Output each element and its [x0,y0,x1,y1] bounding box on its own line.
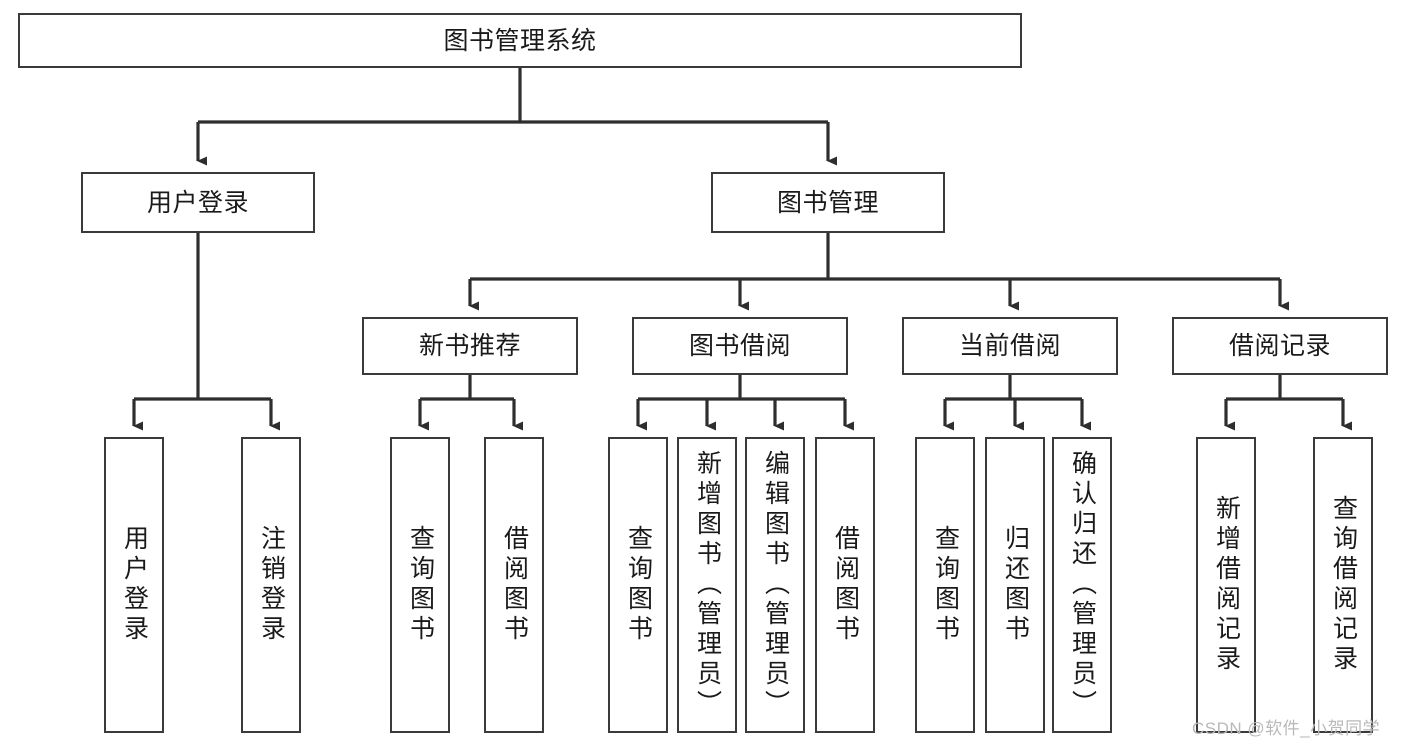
leaf-leaf-add-borrow-record[interactable]: 新增借阅记录 [1196,437,1256,733]
leaf-label: 确认归还（管理员） [1068,450,1097,720]
node-book-management[interactable]: 图书管理 [711,172,945,233]
node-user-login[interactable]: 用户登录 [81,172,315,233]
edge-paths [132,68,1352,431]
leaf-label: 借阅图书 [500,525,529,645]
node-new-book-recommend[interactable]: 新书推荐 [362,317,578,375]
node-label: 用户登录 [146,188,249,217]
leaf-leaf-user-login[interactable]: 用户登录 [104,437,164,733]
node-label: 借阅记录 [1228,332,1331,360]
leaf-leaf-borrow-book-recommend[interactable]: 借阅图书 [484,437,544,733]
node-root-label: 图书管理系统 [443,26,597,55]
leaf-leaf-borrow-book[interactable]: 借阅图书 [815,437,875,733]
leaf-leaf-query-book-borrow[interactable]: 查询图书 [608,437,668,733]
leaf-label: 查询图书 [624,525,653,645]
leaf-leaf-return-book[interactable]: 归还图书 [985,437,1045,733]
leaf-leaf-query-borrow-record[interactable]: 查询借阅记录 [1313,437,1373,733]
leaf-label: 查询图书 [931,525,960,645]
leaf-label: 归还图书 [1001,525,1030,645]
leaf-leaf-confirm-return-admin[interactable]: 确认归还（管理员） [1052,437,1112,733]
node-current-borrow[interactable]: 当前借阅 [902,317,1118,375]
leaf-label: 新增图书（管理员） [693,450,722,720]
leaf-label: 查询图书 [406,525,435,645]
node-label: 新书推荐 [418,332,521,360]
leaf-label: 新增借阅记录 [1212,495,1241,675]
leaf-label: 用户登录 [120,525,149,645]
leaf-leaf-logout[interactable]: 注销登录 [241,437,301,733]
leaf-leaf-query-book-current[interactable]: 查询图书 [915,437,975,733]
leaf-leaf-query-book-recommend[interactable]: 查询图书 [390,437,450,733]
node-label: 图书借阅 [688,332,791,360]
leaf-label: 编辑图书（管理员） [761,450,790,720]
leaf-label: 注销登录 [257,525,286,645]
leaf-label: 查询借阅记录 [1329,495,1358,675]
node-label: 图书管理 [776,188,879,217]
node-label: 当前借阅 [958,332,1061,360]
node-book-borrow[interactable]: 图书借阅 [632,317,848,375]
node-root[interactable]: 图书管理系统 [18,13,1022,68]
leaf-leaf-edit-book-admin[interactable]: 编辑图书（管理员） [745,437,805,733]
leaf-label: 借阅图书 [831,525,860,645]
node-borrow-record[interactable]: 借阅记录 [1172,317,1388,375]
leaf-leaf-add-book-admin[interactable]: 新增图书（管理员） [677,437,737,733]
